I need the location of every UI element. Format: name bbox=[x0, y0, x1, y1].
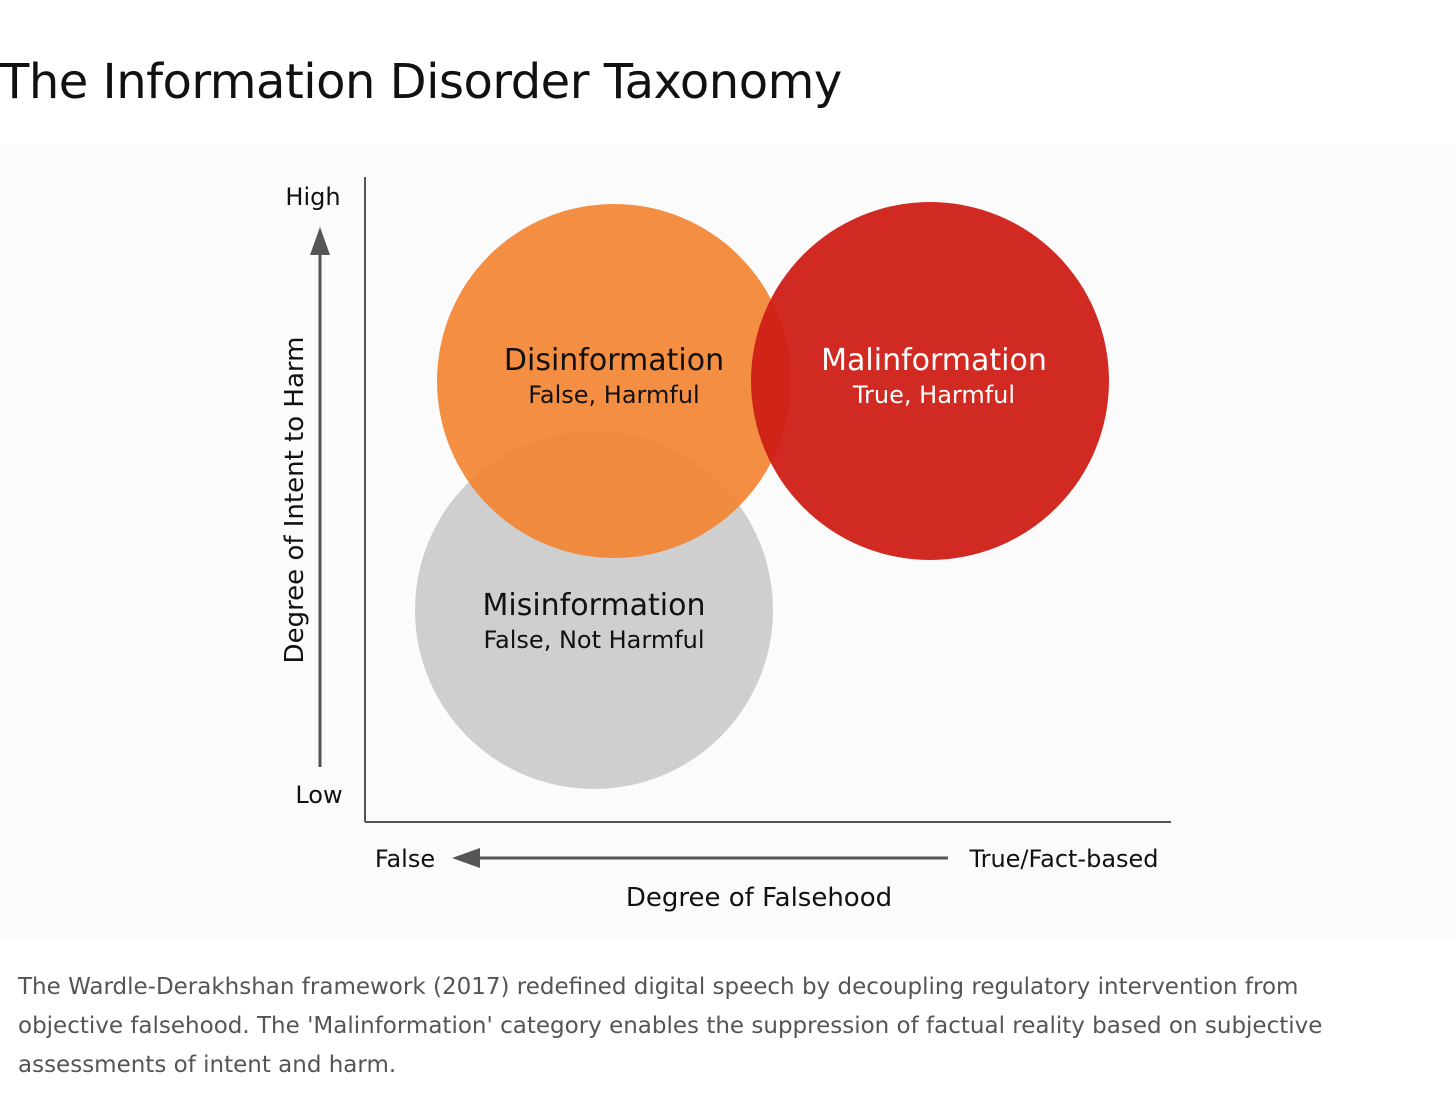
figure-caption: The Wardle-Derakhshan framework (2017) r… bbox=[18, 974, 1323, 1078]
y-axis-low-label: Low bbox=[295, 781, 342, 809]
x-axis-left-label: False bbox=[375, 845, 435, 873]
malinformation-circle bbox=[751, 202, 1109, 560]
disinformation-circle bbox=[437, 204, 791, 558]
x-axis-right-label: True/Fact-based bbox=[968, 845, 1158, 873]
page-title: The Information Disorder Taxonomy bbox=[0, 54, 842, 110]
malinformation-label: Malinformation bbox=[821, 343, 1047, 378]
y-arrow-head-icon bbox=[310, 227, 330, 255]
disinformation-label: Disinformation bbox=[504, 343, 724, 378]
y-axis-title: Degree of Intent to Harm bbox=[280, 337, 310, 664]
disinformation-description: False, Harmful bbox=[528, 381, 699, 409]
malinformation-description: True, Harmful bbox=[852, 381, 1015, 409]
taxonomy-diagram: High Low Degree of Intent to Harm False … bbox=[0, 145, 1456, 940]
diagram-canvas: High Low Degree of Intent to Harm False … bbox=[280, 177, 1171, 913]
x-axis-title: Degree of Falsehood bbox=[626, 883, 892, 913]
misinformation-description: False, Not Harmful bbox=[483, 626, 704, 654]
y-axis-high-label: High bbox=[285, 183, 340, 211]
misinformation-label: Misinformation bbox=[483, 588, 706, 623]
x-arrow-head-icon bbox=[452, 848, 480, 868]
